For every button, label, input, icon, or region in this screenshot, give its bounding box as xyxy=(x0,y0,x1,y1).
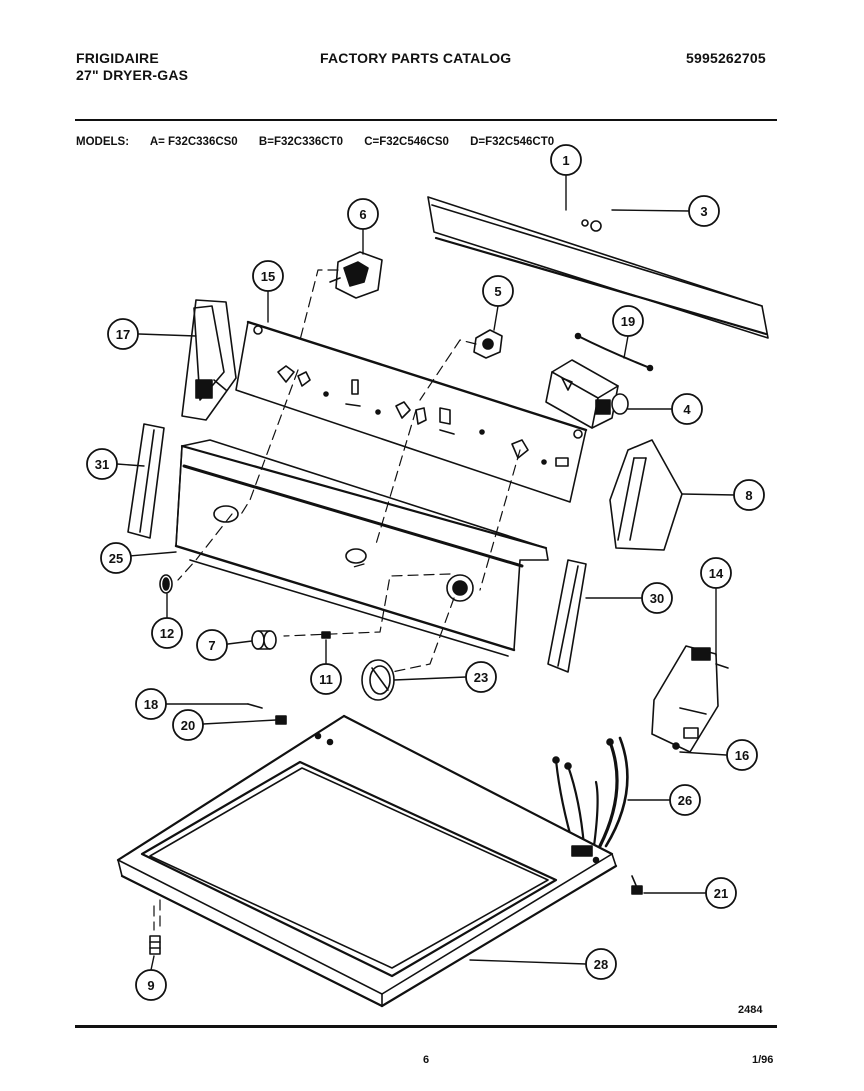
part-back-panel xyxy=(427,196,769,339)
callout-label: 12 xyxy=(160,626,174,641)
part-top-panel xyxy=(116,714,618,1008)
catalog-number: 5995262705 xyxy=(686,50,766,66)
catalog-title: FACTORY PARTS CATALOG xyxy=(320,50,512,66)
callout-circles xyxy=(86,144,765,1001)
model-c: C=F32C546CS0 xyxy=(364,136,449,148)
product-name: 27" DRYER-GAS xyxy=(76,67,189,83)
callout-leader-lines xyxy=(116,175,736,971)
part-selector-switch xyxy=(473,329,503,359)
callout-label: 1 xyxy=(562,153,569,168)
callout-label: 6 xyxy=(359,207,366,222)
model-a: A= F32C336CS0 xyxy=(149,136,238,148)
callout-15 xyxy=(252,260,284,292)
callout-9 xyxy=(135,969,167,1001)
callout-label: 21 xyxy=(714,886,728,901)
callout-20 xyxy=(172,709,204,741)
part-switch xyxy=(329,251,383,299)
footer-rule xyxy=(75,1025,777,1028)
callout-label: 18 xyxy=(144,697,158,712)
part-push-button xyxy=(251,630,277,650)
callout-5 xyxy=(482,275,514,307)
revision-date: 1/96 xyxy=(752,1054,774,1066)
callout-26 xyxy=(669,784,701,816)
figure-number: 2484 xyxy=(738,1004,763,1016)
callout-12 xyxy=(151,617,183,649)
callout-31 xyxy=(86,448,118,480)
callout-label: 28 xyxy=(594,957,608,972)
callout-7 xyxy=(196,629,228,661)
callout-label: 11 xyxy=(319,672,333,687)
part-clip xyxy=(321,631,331,639)
callout-label: 30 xyxy=(650,591,664,606)
callout-label: 15 xyxy=(261,269,275,284)
models-list: MODELS: A= F32C336CS0 B=F32C336CT0 C=F32… xyxy=(76,136,572,148)
part-left-end-cap xyxy=(181,299,237,421)
callout-label: 5 xyxy=(494,284,501,299)
callout-labels: 1 3 4 5 6 7 8 9 11 12 14 15 16 17 18 19 … xyxy=(95,153,753,993)
part-knob xyxy=(361,659,395,701)
callout-8 xyxy=(733,479,765,511)
callout-6 xyxy=(347,198,379,230)
callout-label: 31 xyxy=(95,457,109,472)
callout-18 xyxy=(135,688,167,720)
model-b: B=F32C336CT0 xyxy=(258,136,343,148)
callout-label: 3 xyxy=(700,204,707,219)
callout-label: 23 xyxy=(474,670,488,685)
callout-16 xyxy=(726,739,758,771)
callout-label: 25 xyxy=(109,551,123,566)
callout-label: 17 xyxy=(116,327,130,342)
part-power-cord-wires xyxy=(552,736,629,850)
callout-23 xyxy=(465,661,497,693)
header-rule xyxy=(75,119,777,121)
callout-25 xyxy=(100,542,132,574)
callout-label: 20 xyxy=(181,718,195,733)
callout-label: 4 xyxy=(683,402,691,417)
brand-name: FRIGIDAIRE xyxy=(76,50,159,66)
part-left-trim xyxy=(127,423,165,539)
callout-label: 9 xyxy=(147,978,154,993)
callout-11 xyxy=(310,663,342,695)
part-wire-harness xyxy=(574,332,654,372)
callout-label: 26 xyxy=(678,793,692,808)
models-label: MODELS: xyxy=(76,136,130,148)
part-small-bushing xyxy=(159,574,173,594)
callout-label: 16 xyxy=(735,748,749,763)
callout-label: 19 xyxy=(621,314,635,329)
part-right-trim xyxy=(547,559,587,673)
callout-label: 7 xyxy=(208,638,215,653)
page-number: 6 xyxy=(423,1054,430,1066)
callout-label: 14 xyxy=(709,566,724,581)
part-hinge-screw xyxy=(631,875,643,895)
callout-28 xyxy=(585,948,617,980)
callout-19 xyxy=(612,305,644,337)
model-d: D=F32C546CT0 xyxy=(470,136,555,148)
callout-4 xyxy=(671,393,703,425)
callout-30 xyxy=(641,582,673,614)
part-right-end-cap xyxy=(609,439,683,551)
assembly-dash-lines xyxy=(153,269,521,931)
callout-3 xyxy=(688,195,720,227)
part-leveling-leg xyxy=(149,935,161,955)
callout-14 xyxy=(700,557,732,589)
callout-label: 8 xyxy=(745,488,752,503)
part-timer xyxy=(545,359,629,429)
callout-17 xyxy=(107,318,139,350)
callout-21 xyxy=(705,877,737,909)
part-console-housing xyxy=(174,439,549,657)
callout-1 xyxy=(550,144,582,176)
part-door-switch-bracket xyxy=(651,645,729,753)
part-control-panel xyxy=(235,320,588,503)
